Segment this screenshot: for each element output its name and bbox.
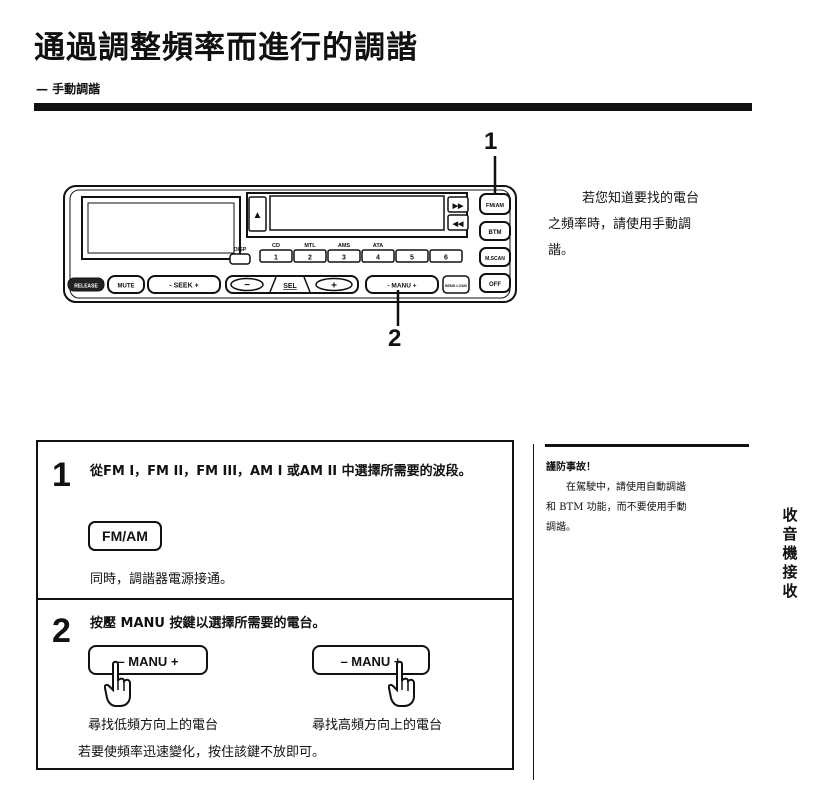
volume-minus-button [230, 277, 264, 292]
sel-label: SEL [283, 283, 297, 290]
intro-line-1: 若您知道要找的電台 [582, 191, 700, 206]
caption-seek-low: 尋找低頻方向上的電台 [88, 718, 219, 733]
callout-number-2: 2 [388, 325, 402, 352]
caution-line-3: 調諧。 [546, 522, 576, 533]
fmam-key-illustration: FM/AM [88, 521, 162, 551]
preset-button-5 [395, 249, 429, 263]
mute-label: MUTE [118, 284, 135, 290]
caution-line-2: 和 BTM 功能，而不要使用手動 [546, 502, 687, 513]
release-label: RELEASE [74, 284, 98, 290]
ff-icon: ▶▶ [452, 203, 464, 210]
eject-button [248, 196, 267, 232]
volume-plus-icon: + [331, 281, 337, 292]
step-2-instruction: 按壓 MANU 按鍵以選擇所需要的電台。 [90, 616, 326, 631]
fmam-button-label: FM/AM [486, 203, 504, 209]
seek-label: - SEEK + [169, 283, 198, 290]
off-button [479, 273, 511, 293]
eject-icon: ▲ [253, 210, 263, 221]
left-display-window [81, 196, 241, 260]
volume-minus-icon: − [244, 280, 250, 291]
step-1-note: 同時，調諧器電源接通。 [90, 572, 234, 587]
intro-line-2: 之頻率時，請使用手動調 [548, 217, 692, 232]
preset-button-4 [361, 249, 395, 263]
steps-box [36, 440, 514, 770]
preset-number-4: 4 [376, 255, 380, 262]
caution-line-1: 在駕駛中，請使用自動調諧 [566, 482, 686, 493]
preset-number-5: 5 [410, 255, 414, 262]
intro-text: 若您知道要找的電台 之頻率時，請使用手動調 諧。 [548, 186, 748, 264]
rew-icon: ◀◀ [452, 221, 464, 228]
step-1-instruction: 從FM I，FM II，FM III，AM I 或AM II 中選擇所需要的波段… [90, 464, 472, 479]
disp-button [229, 253, 251, 265]
hold-key-note: 若要使頻率迅速變化，按住該鍵不放即可。 [78, 745, 326, 760]
caution-body: 在駕駛中，請使用自動調諧 和 BTM 功能，而不要使用手動 調諧。 [546, 478, 754, 538]
page-subtitle: — 手動調諧 [36, 82, 101, 96]
preset-number-3: 3 [342, 255, 346, 262]
step-1-number: 1 [52, 456, 71, 494]
preset-button-1 [259, 249, 293, 263]
preset-button-3 [327, 249, 361, 263]
preset-label-cd: CD [272, 243, 280, 249]
release-button [67, 277, 105, 292]
caution-title: 謹防事故！ [546, 462, 596, 473]
preset-label-mtl: MTL [304, 243, 316, 249]
radio-faceplate-illustration: ▲ ▶▶ ◀◀ FM/AM BTM M.SCAN OFF DISP CD MTL… [63, 156, 517, 326]
preset-number-6: 6 [444, 255, 448, 262]
header-rule [34, 103, 752, 111]
btm-button [479, 221, 511, 241]
mscan-button-label: M.SCAN [485, 256, 505, 262]
ff-button [447, 196, 469, 213]
step-2-number: 2 [52, 612, 71, 650]
manu-key-up-illustration: – MANU + [312, 645, 430, 675]
send-loud-label: SEND LOUD [445, 284, 468, 288]
faceplate-inner [69, 189, 511, 299]
section-side-tab: 收音機接收 [782, 506, 798, 600]
steps-divider [36, 598, 514, 600]
seek-button [147, 275, 221, 294]
page-title: 通過調整頻率而進行的調諧 [34, 30, 418, 66]
preset-button-6 [429, 249, 463, 263]
send-loud-button [442, 275, 470, 294]
volume-plus-button [315, 277, 353, 292]
manu-key-down-illustration: – MANU + [88, 645, 208, 675]
caution-rule [545, 444, 749, 447]
callout-number-1: 1 [484, 128, 498, 155]
rew-button [447, 214, 469, 231]
preset-number-1: 1 [274, 255, 278, 262]
preset-label-ata: ATA [373, 243, 384, 249]
manu-label: - MANU + [387, 283, 416, 290]
preset-label-ams: AMS [338, 243, 351, 249]
preset-button-2 [293, 249, 327, 263]
manu-button [365, 275, 439, 294]
preset-number-2: 2 [308, 255, 312, 262]
caution-divider-line [533, 444, 534, 780]
intro-line-3: 諧。 [548, 243, 575, 258]
mscan-button [479, 247, 511, 267]
pointing-hand-icon [388, 660, 415, 707]
cassette-slot [269, 195, 445, 231]
disp-label: DISP [234, 247, 247, 253]
btm-button-label: BTM [489, 230, 502, 236]
pointing-hand-icon [104, 660, 131, 707]
mute-button [107, 275, 145, 294]
caption-seek-high: 尋找高頻方向上的電台 [312, 718, 443, 733]
off-button-label: OFF [489, 282, 501, 288]
